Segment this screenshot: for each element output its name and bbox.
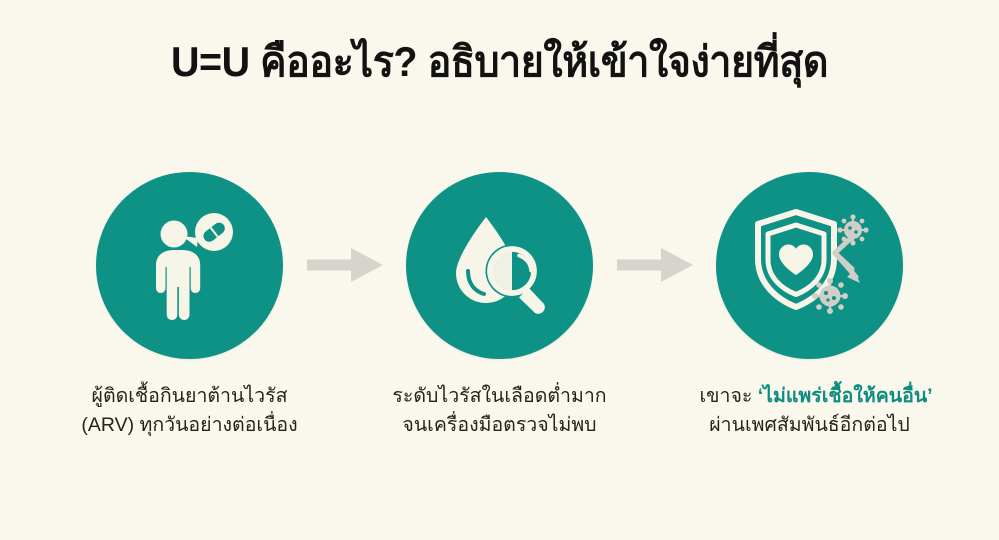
step-2-circle	[406, 171, 593, 359]
step-3-caption-line-2: ผ่านเพศสัมพันธ์อีกต่อไป	[709, 414, 910, 437]
step-1-caption: ผู้ติดเชื้อกินยาต้านไวรัส (ARV) ทุกวันอย…	[80, 382, 300, 441]
step-2	[390, 171, 610, 359]
shield-heart-virus-blocked-icon	[748, 203, 872, 327]
step-3	[700, 171, 920, 359]
page-title: U=U คืออะไร? อธิบายให้เข้าใจง่ายที่สุด	[170, 38, 829, 85]
arrow-right-icon	[306, 246, 383, 284]
blood-drop-magnifier-icon	[440, 205, 560, 325]
step-3-caption-prefix: เขาจะ	[699, 385, 758, 407]
step-1	[80, 171, 300, 359]
person-taking-pill-icon	[130, 205, 250, 325]
step-3-circle	[716, 171, 903, 359]
steps-row	[0, 160, 999, 370]
arrow-right-icon	[616, 246, 693, 284]
step-2-caption-line-2: จนเครื่องมือตรวจไม่พบ	[402, 414, 597, 437]
step-2-caption: ระดับไวรัสในเลือดต่ำมาก จนเครื่องมือตรวจ…	[390, 382, 610, 441]
step-1-caption-line-1: ผู้ติดเชื้อกินยาต้านไวรัส	[91, 385, 288, 407]
arrow-2	[610, 246, 700, 284]
captions-row: ผู้ติดเชื้อกินยาต้านไวรัส (ARV) ทุกวันอย…	[0, 382, 999, 441]
step-2-caption-line-1: ระดับไวรัสในเลือดต่ำมาก	[392, 385, 607, 407]
step-1-circle	[96, 171, 283, 359]
step-3-caption: เขาจะ ‘ไม่แพร่เชื้อให้คนอื่น’ ผ่านเพศสัม…	[699, 382, 933, 441]
step-3-caption-highlight: ‘ไม่แพร่เชื้อให้คนอื่น’	[757, 385, 933, 407]
step-1-caption-line-2: (ARV) ทุกวันอย่างต่อเนื่อง	[81, 414, 298, 437]
step-3-caption-line-1: เขาจะ ‘ไม่แพร่เชื้อให้คนอื่น’	[699, 382, 933, 411]
arrow-1	[300, 246, 390, 284]
